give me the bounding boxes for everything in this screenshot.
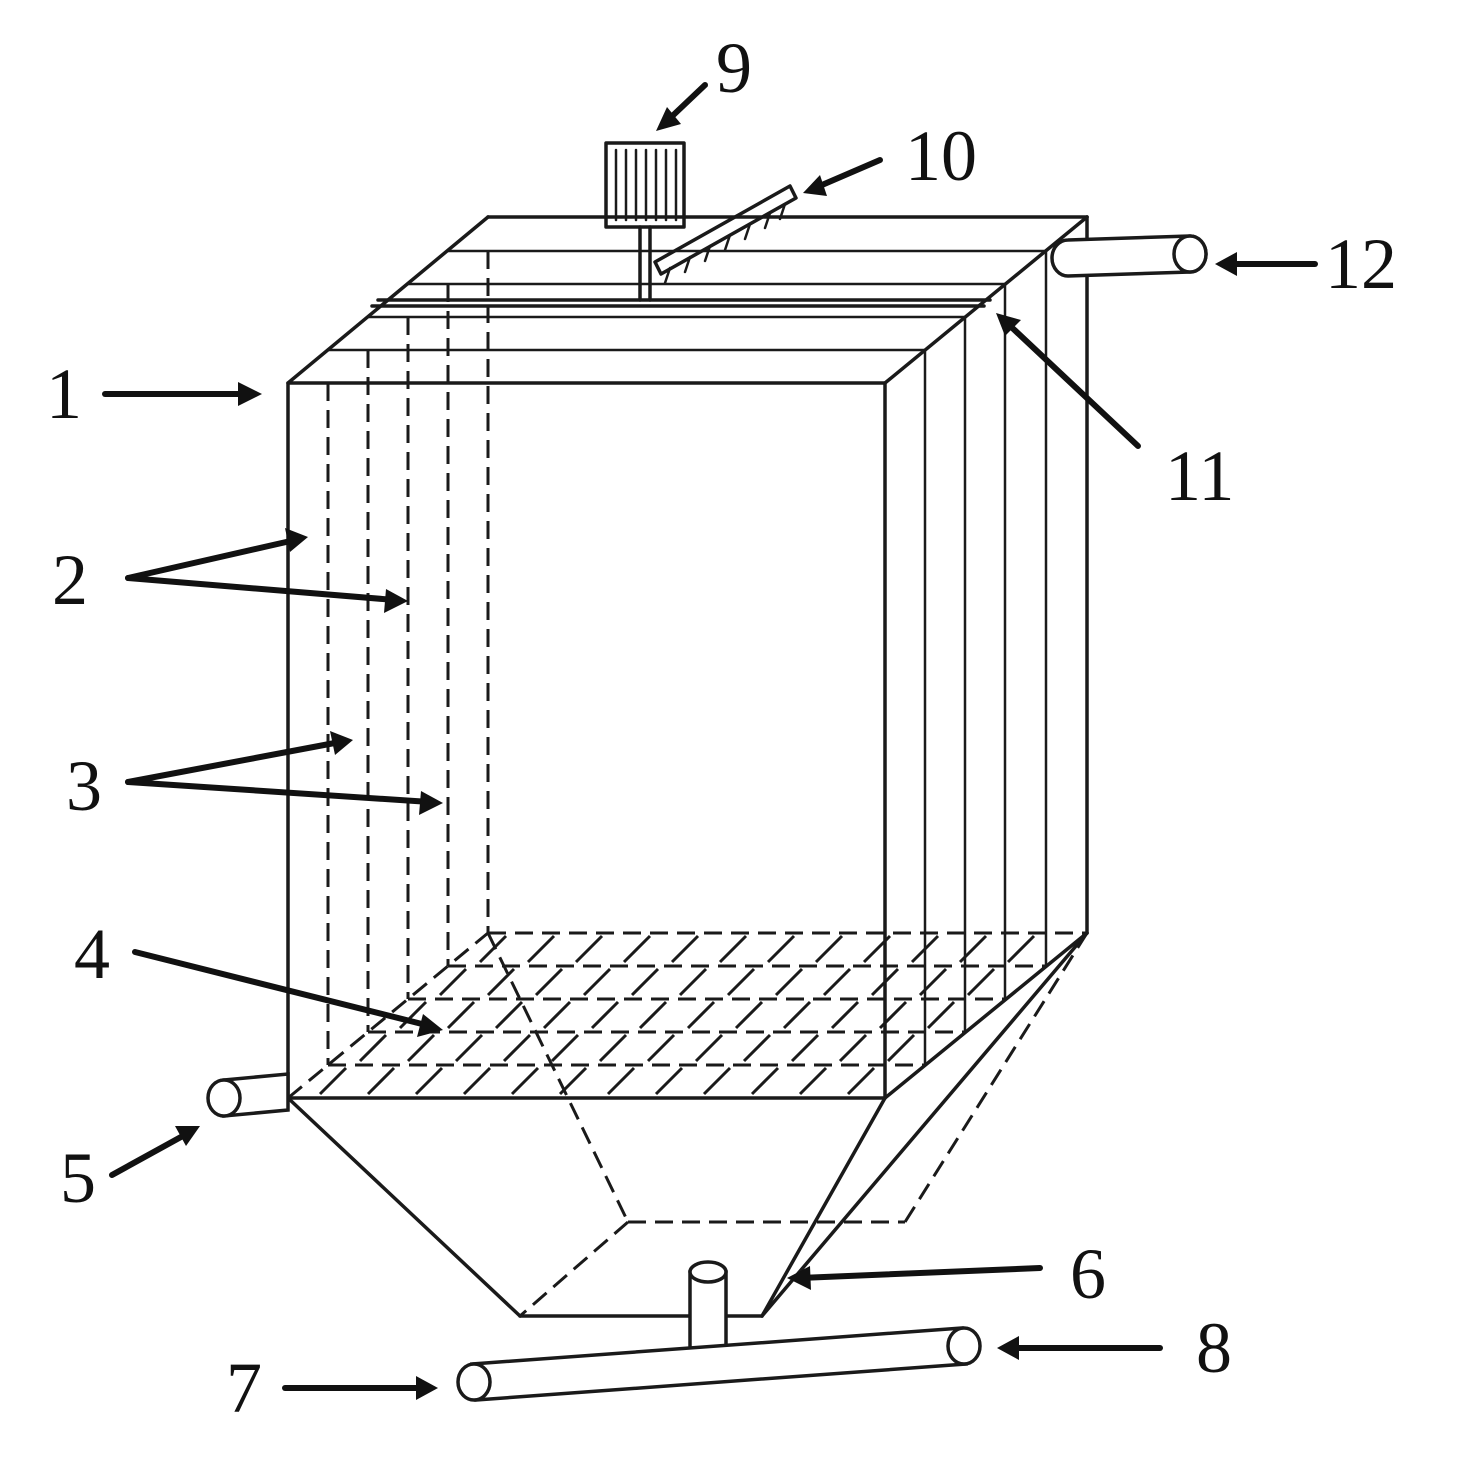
hatch-mark	[590, 1000, 620, 1030]
hatch-mark	[838, 1033, 868, 1063]
hatch-mark	[782, 1000, 812, 1030]
label-1: 1	[46, 354, 82, 434]
hatch-mark	[574, 934, 604, 964]
hatch-mark	[910, 934, 940, 964]
hatch-mark	[958, 934, 988, 964]
hatch-mark	[454, 1033, 484, 1063]
hatch-mark	[318, 1066, 348, 1096]
hatch-mark	[750, 1066, 780, 1096]
hatch-mark	[542, 1000, 572, 1030]
tank-front-face	[286, 381, 887, 1100]
outlet-pipe-6	[688, 1260, 728, 1358]
hatch-mark	[366, 1066, 396, 1096]
hatch-mark	[494, 1000, 524, 1030]
hatch-mark	[1006, 934, 1036, 964]
hatch-mark	[510, 1066, 540, 1096]
hatch-mark	[526, 934, 556, 964]
hatch-mark	[878, 1000, 908, 1030]
label-10: 10	[905, 116, 977, 196]
hatch-mark	[742, 1033, 772, 1063]
hatch-mark	[630, 967, 660, 997]
hatch-mark	[830, 1000, 860, 1030]
hatch-mark	[622, 934, 652, 964]
hatch-mark	[846, 1066, 876, 1096]
filter-media-hatching	[318, 934, 1036, 1096]
hatch-mark	[686, 1000, 716, 1030]
hatch-mark	[822, 967, 852, 997]
label-3: 3	[66, 746, 102, 826]
hatch-mark	[926, 1000, 956, 1030]
label-7: 7	[226, 1348, 262, 1428]
hatch-mark	[414, 1066, 444, 1096]
hatch-mark	[606, 1066, 636, 1096]
hatch-mark	[870, 967, 900, 997]
hatch-mark	[918, 967, 948, 997]
hatch-mark	[582, 967, 612, 997]
hatch-mark	[358, 1033, 388, 1063]
hatch-mark	[398, 1000, 428, 1030]
hatch-mark	[678, 967, 708, 997]
hatch-mark	[718, 934, 748, 964]
pipe-12	[1050, 234, 1208, 278]
hatch-mark	[766, 934, 796, 964]
hatch-mark	[790, 1033, 820, 1063]
hatch-mark	[734, 1000, 764, 1030]
internal-panels	[287, 251, 1087, 1100]
hatch-mark	[886, 1033, 916, 1063]
leader-arrows	[102, 82, 1318, 1400]
hatch-mark	[646, 1033, 676, 1063]
motor-icon	[604, 141, 686, 302]
hatch-mark	[726, 967, 756, 997]
hopper	[286, 931, 1089, 1318]
label-8: 8	[1196, 1308, 1232, 1388]
hatch-mark	[438, 967, 468, 997]
tank-body	[286, 215, 1089, 1100]
label-4: 4	[74, 914, 110, 994]
label-11: 11	[1165, 436, 1235, 516]
pipe-7-8	[456, 1326, 982, 1402]
hatch-mark	[502, 1033, 532, 1063]
hatch-mark	[446, 1000, 476, 1030]
label-9: 9	[716, 28, 752, 108]
hatch-mark	[534, 967, 564, 997]
hatch-mark	[694, 1033, 724, 1063]
hatch-mark	[550, 1033, 580, 1063]
hatch-mark	[814, 934, 844, 964]
hatch-mark	[598, 1033, 628, 1063]
scraper-blade-icon	[653, 184, 798, 285]
hatch-mark	[862, 934, 892, 964]
hatch-mark	[798, 1066, 828, 1096]
hatch-mark	[406, 1033, 436, 1063]
label-2: 2	[52, 540, 88, 620]
hatch-mark	[774, 967, 804, 997]
hatch-mark	[654, 1066, 684, 1096]
hatch-mark	[702, 1066, 732, 1096]
hatch-mark	[478, 934, 508, 964]
label-5: 5	[60, 1138, 96, 1218]
label-6: 6	[1070, 1234, 1106, 1314]
hatch-mark	[486, 967, 516, 997]
label-12: 12	[1325, 224, 1397, 304]
hatch-mark	[966, 967, 996, 997]
hatch-mark	[670, 934, 700, 964]
hatch-mark	[462, 1066, 492, 1096]
hatch-mark	[638, 1000, 668, 1030]
pipe-5	[206, 1072, 290, 1118]
